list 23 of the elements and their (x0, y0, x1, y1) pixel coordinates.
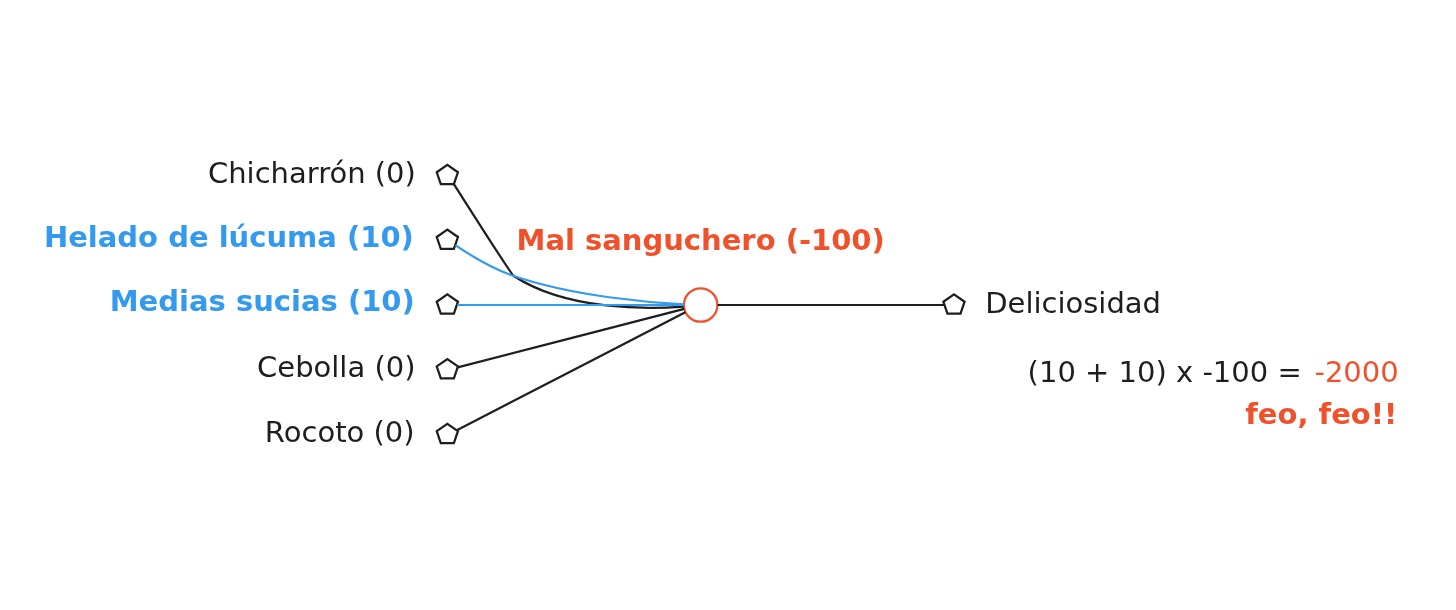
connector (454, 244, 684, 306)
node-label: Medias sucias (10) (109, 284, 415, 319)
node-pentagon (942, 293, 966, 315)
node-label: Helado de lúcuma (10) (43, 219, 414, 254)
node-label: Mal sanguchero (-100) (516, 223, 885, 258)
node-label: Cebolla (0) (257, 350, 416, 385)
label: feo, feo!! (1245, 397, 1398, 432)
connector (457, 303, 684, 307)
node-pentagon (435, 422, 460, 445)
node-pentagon (435, 357, 460, 380)
node-label: Rocoto (0) (264, 415, 415, 450)
node-circle (682, 287, 719, 323)
node-pentagon (435, 163, 460, 186)
connector (456, 311, 686, 432)
connector (457, 307, 685, 369)
node-label: Deliciosidad (985, 285, 1162, 320)
connector (717, 303, 945, 307)
label: -2000 (1314, 354, 1399, 389)
label: (10 + 10) x -100 = (1027, 354, 1302, 389)
node-pentagon (435, 293, 460, 315)
node-pentagon (435, 228, 460, 250)
node-label: Chicharrón (0) (207, 156, 416, 191)
connector (453, 183, 684, 309)
